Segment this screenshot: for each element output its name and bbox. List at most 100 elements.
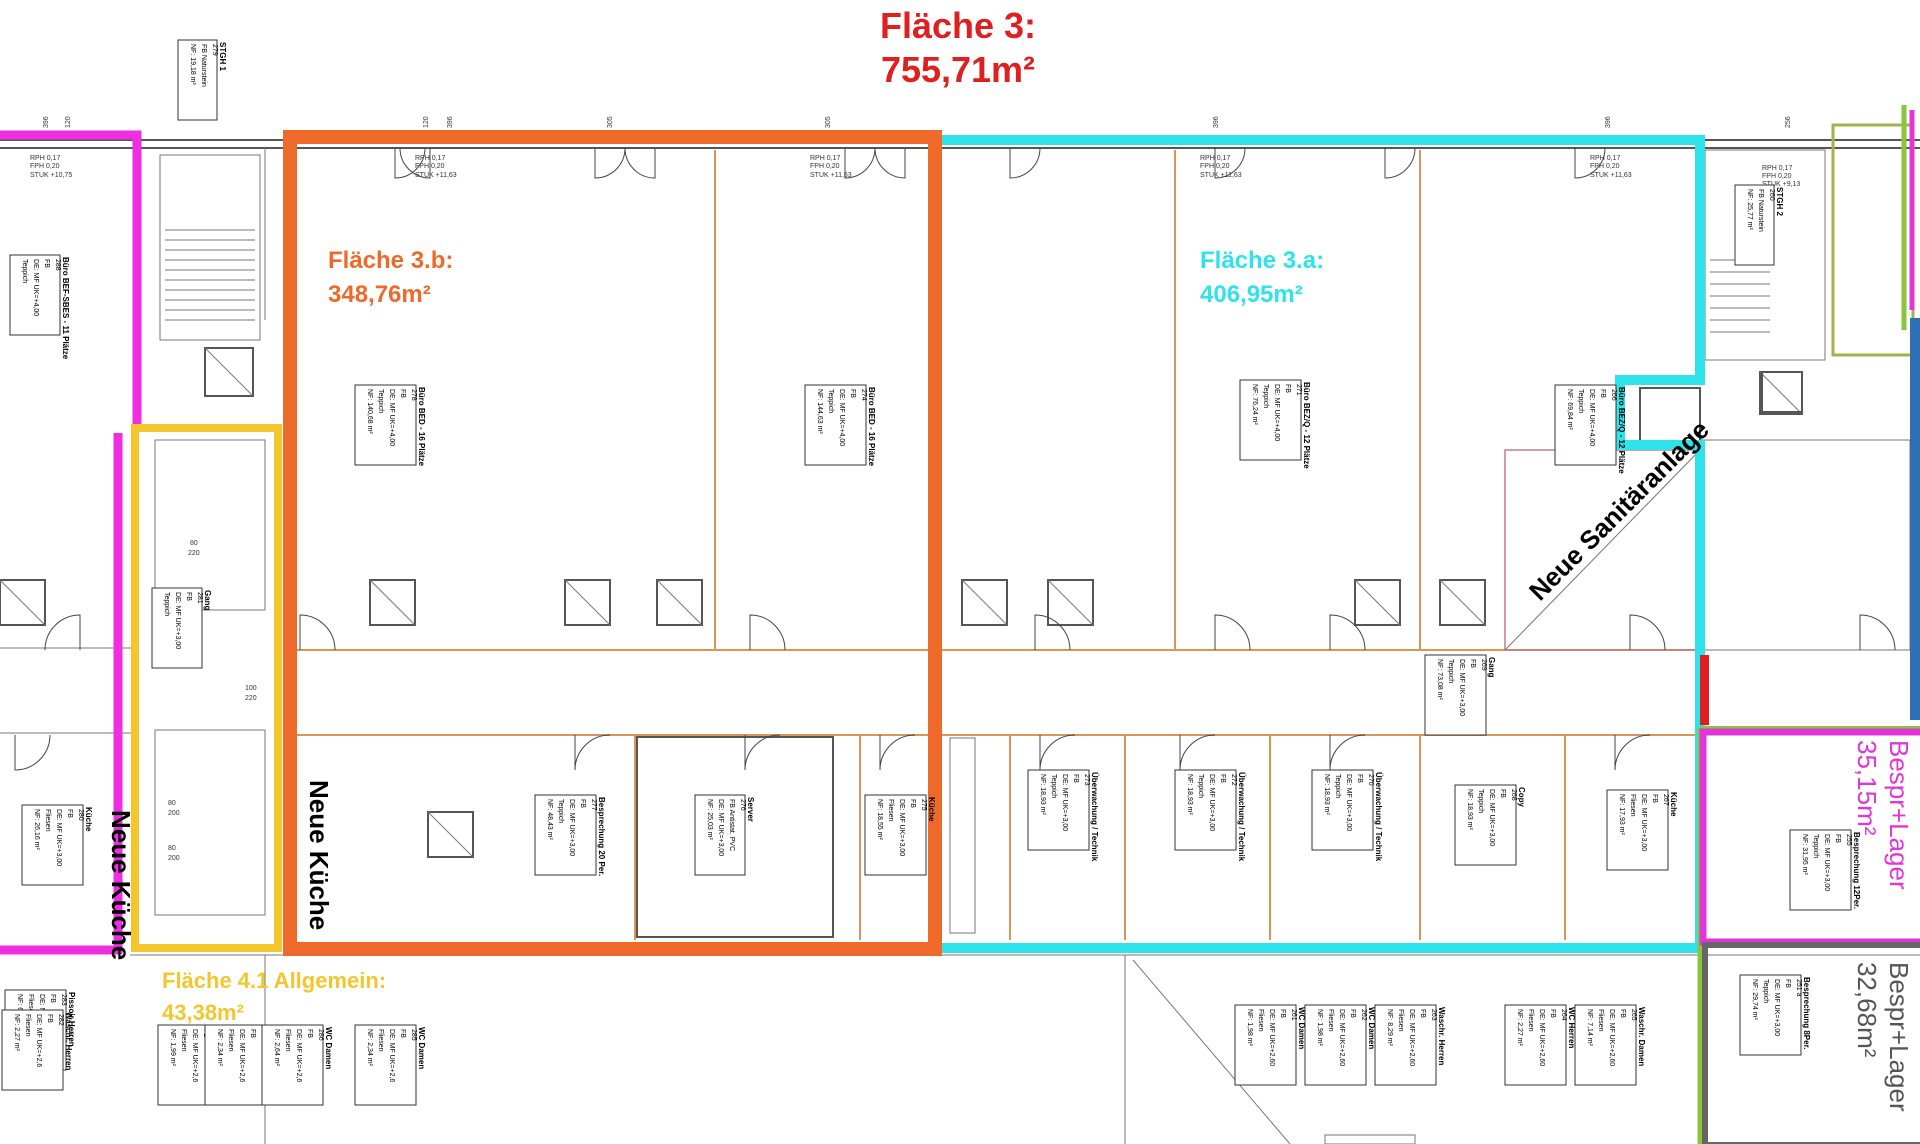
zone-4-1-area: 43,38m² (162, 1000, 244, 1025)
zone-3b-name: Fläche 3.b: (328, 247, 453, 274)
room-stamp-line: Fliesen (1327, 1009, 1334, 1032)
room-stamp-box (694, 794, 746, 876)
svg-text:RPH 0,17: RPH 0,17 (30, 155, 60, 162)
room-stamp-line: DE: MF UK=+4,00 (32, 259, 39, 316)
room-stamp-line: FB (579, 799, 586, 808)
room-stamp-line: Fliesen (180, 1029, 187, 1052)
room-stamp-line: NF: 2,27 m² (13, 1014, 20, 1052)
room-stamp-line: Teppich (163, 592, 170, 616)
room-stamp-box (1554, 384, 1617, 466)
room-stamp-line: Fliesen (377, 1029, 384, 1052)
room-stamp-line: DE: MF UK=+3,00 (55, 809, 62, 866)
room-stamp-line: NF: 19,18 m² (189, 44, 196, 86)
room-stamp-line: Fliesen (284, 1029, 291, 1052)
room-stamp-line: Fliesen (1527, 1009, 1534, 1032)
room-stamp-line: DE: MF UK=+3,00 (568, 799, 575, 856)
room-stamp-box (864, 794, 927, 876)
room-stamp-line: NF: 1,98 m² (1316, 1009, 1323, 1047)
room-stamp-title: Küche (927, 797, 936, 822)
room-stamp-line: NF: 18,55 m² (876, 799, 883, 841)
room-stamp-line: FB (1219, 774, 1226, 783)
svg-text:80: 80 (190, 540, 198, 547)
room-stamp-line: DE: MF UK=+3,00 (1208, 774, 1215, 831)
svg-text:200: 200 (168, 810, 180, 817)
plan-title: Fläche 3: 755,71m² (880, 5, 1036, 90)
svg-text:120: 120 (65, 116, 72, 128)
room-stamp-box (1606, 789, 1669, 871)
zone-outlines (0, 105, 1920, 1144)
svg-text:FPH 0,20: FPH 0,20 (1200, 163, 1230, 170)
svg-text:RPH 0,17: RPH 0,17 (1762, 165, 1792, 172)
room-stamp-line: FB (1356, 774, 1363, 783)
bespr1-area: 35,15m² (1852, 740, 1882, 836)
room-stamp-line: FB (249, 1029, 256, 1038)
room-stamp-line: FB (66, 809, 73, 818)
room-stamp-line: 263 (1430, 1009, 1437, 1021)
room-stamp-box (1734, 184, 1775, 266)
room-stamp-line: 255 (1845, 834, 1852, 846)
room-stamp-line: Fliesen (44, 809, 51, 832)
svg-text:80: 80 (168, 800, 176, 807)
svg-text:STUK +10,75: STUK +10,75 (30, 172, 72, 179)
room-stamp-title: WC Damen (1297, 1007, 1306, 1049)
svg-text:RPH 0,17: RPH 0,17 (1590, 155, 1620, 162)
room-stamp-line: NF: 2,34 m² (366, 1029, 373, 1067)
elevator-1 (204, 347, 254, 397)
neue-kueche-left: Neue Küche (106, 810, 136, 960)
svg-text:STUK +11,63: STUK +11,63 (415, 172, 457, 179)
svg-text:FPH 0,20: FPH 0,20 (415, 163, 445, 170)
room-stamp-title: Büro BEZ/Q - 12 Plätze (1302, 382, 1311, 469)
room-stamp-box (151, 587, 203, 669)
room-stamp-title: Besprechung 8Per. (1802, 977, 1811, 1049)
room-stamp-line: FB (1784, 979, 1791, 988)
room-stamp-line: NF: 69,84 m² (1566, 389, 1573, 431)
room-stamp-line: DE: MF UK=+4,00 (1273, 384, 1280, 441)
svg-text:80: 80 (168, 845, 176, 852)
room-stamp-line: FB (909, 799, 916, 808)
room-stamp-line: NF: 48,43 m² (546, 799, 553, 841)
room-stamp-line: DE: MF UK=+3,00 (1823, 834, 1830, 891)
room-stamp-line: NF: 2,34 m² (216, 1029, 223, 1067)
room-stamp-line: 261 (1290, 1009, 1297, 1021)
room-stamp-line: FB Antistat. PVC (728, 799, 735, 851)
room-stamp-line: Teppich (1262, 384, 1269, 408)
svg-text:FPH 0,20: FPH 0,20 (1762, 173, 1792, 180)
stair-1-steps (165, 229, 255, 321)
room-stamp-line: 269 (1480, 659, 1487, 671)
room-stamp-box (1304, 1004, 1367, 1086)
room-stamp-line: NF: 18,93 m² (1323, 774, 1330, 816)
room-stamp-line: FB (1284, 384, 1291, 393)
room-stamp-line: 272 (1230, 774, 1237, 786)
room-stamp-title: Waschr. Herren (64, 1012, 73, 1071)
room-stamp-line: 251 a (1795, 979, 1802, 997)
room-stamp-line: Fliesen (1597, 1009, 1604, 1032)
room-stamp-line: DE: MF UK=+2,60 (1538, 1009, 1545, 1066)
svg-text:220: 220 (245, 695, 257, 702)
room-stamp-line: 268 (1510, 789, 1517, 801)
svg-text:STUK +11,63: STUK +11,63 (810, 172, 852, 179)
room-stamp-line: Fliesen (27, 994, 34, 1017)
room-stamp-box (1, 1009, 64, 1091)
room-stamp-line: 271 (1295, 384, 1302, 396)
room-stamp-title: Copy (1517, 787, 1526, 808)
room-stamp-box (1504, 1004, 1567, 1086)
room-stamp-line: DE: MF UK=+2,6 (238, 1029, 245, 1082)
svg-text:200: 200 (168, 855, 180, 862)
svg-text:RPH 0,17: RPH 0,17 (810, 155, 840, 162)
room-stamp-line: 265 (1630, 1009, 1637, 1021)
